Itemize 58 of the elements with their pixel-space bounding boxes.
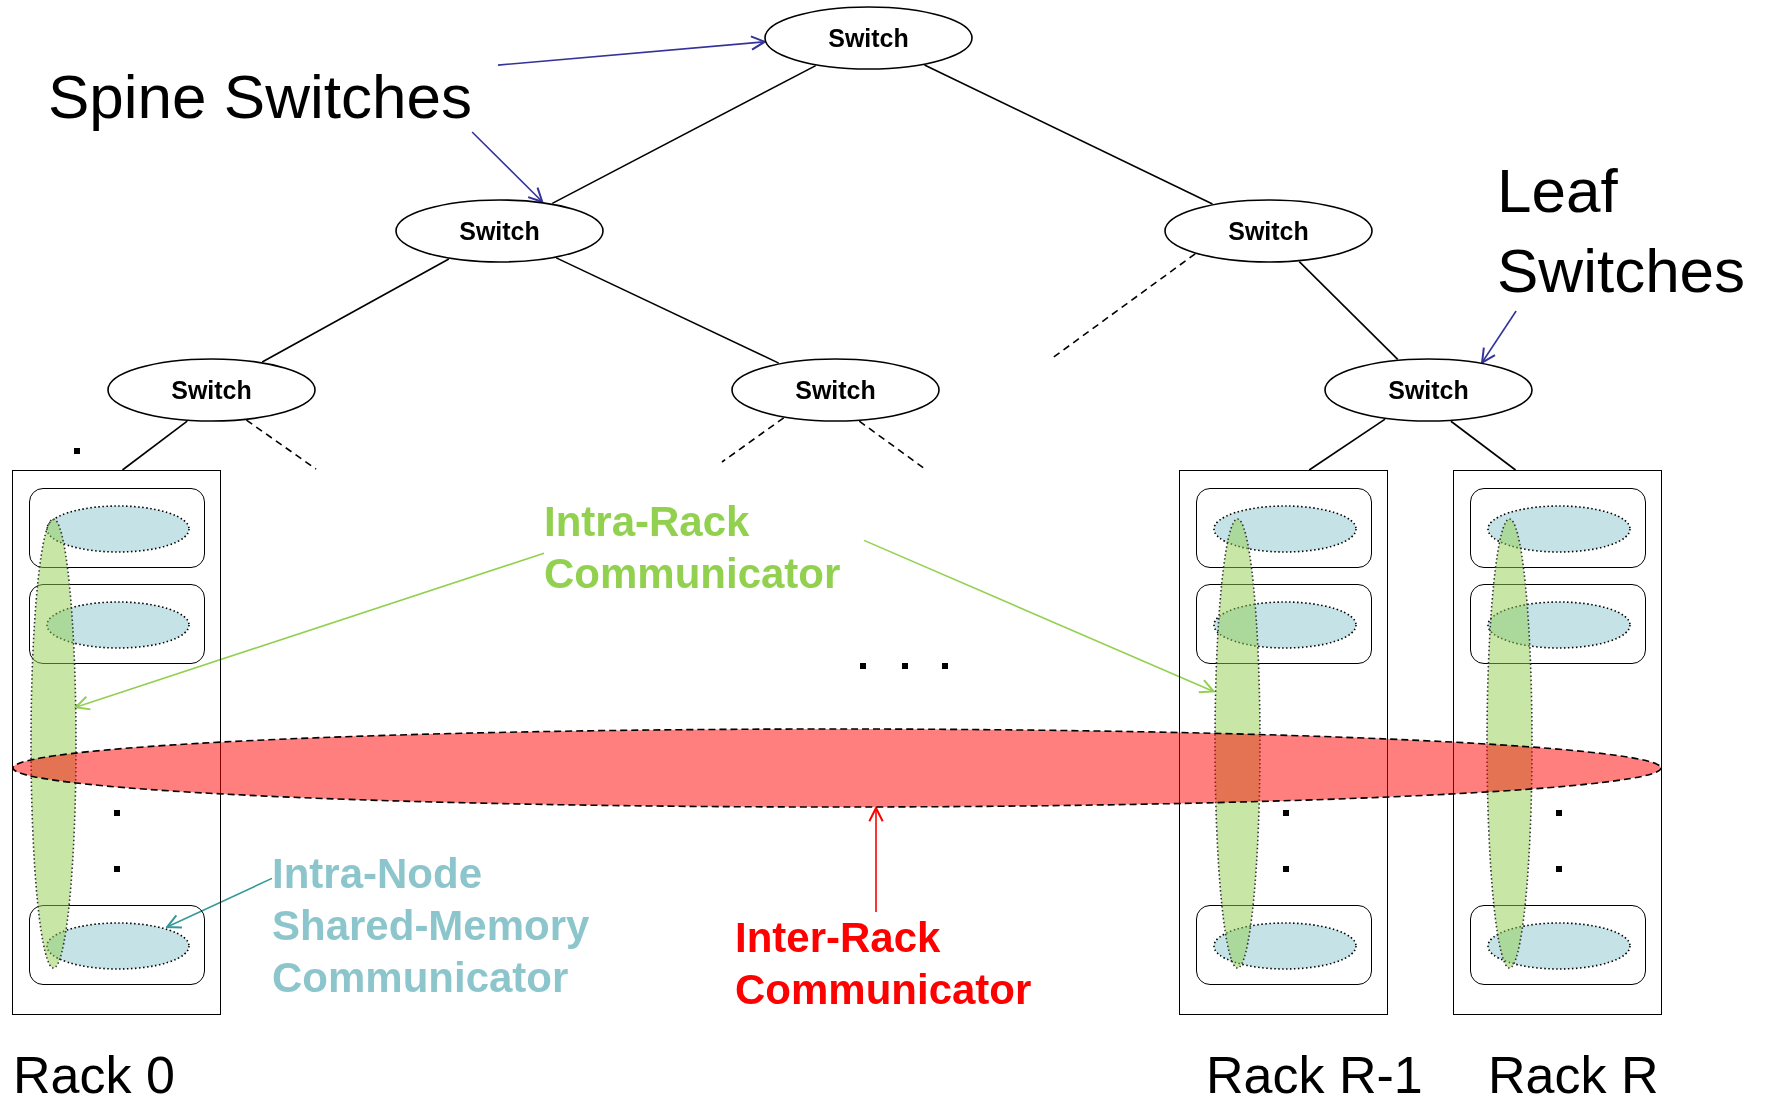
rack-label: Rack R bbox=[1488, 1049, 1659, 1101]
shared-memory-ellipse bbox=[1487, 601, 1631, 649]
server-node-box bbox=[1196, 584, 1372, 664]
arrow bbox=[166, 877, 273, 929]
network-link bbox=[261, 258, 450, 363]
arrow bbox=[863, 539, 1215, 694]
server-node-box bbox=[1470, 584, 1646, 664]
shared-memory-ellipse bbox=[46, 505, 190, 553]
arrow bbox=[1481, 310, 1517, 364]
switch-label: Switch bbox=[171, 375, 252, 405]
switch-label: Switch bbox=[1228, 216, 1309, 246]
callout-label: Intra-Node Shared-Memory Communicator bbox=[272, 848, 612, 1004]
callout-label: Leaf Switches bbox=[1497, 151, 1765, 311]
server-node-box bbox=[29, 488, 205, 568]
callout-label: Spine Switches bbox=[48, 62, 498, 132]
arrow bbox=[497, 35, 766, 66]
switch-ellipse bbox=[107, 358, 316, 422]
server-node-box bbox=[1196, 488, 1372, 568]
shared-memory-ellipse bbox=[46, 922, 190, 970]
switch-ellipse bbox=[1324, 358, 1533, 422]
arrow bbox=[868, 806, 884, 913]
network-link bbox=[555, 257, 780, 364]
network-link bbox=[1450, 420, 1517, 471]
network-link bbox=[1308, 418, 1386, 471]
arrow bbox=[74, 552, 545, 711]
server-node-box bbox=[1470, 905, 1646, 985]
switch-ellipse bbox=[1164, 199, 1373, 263]
switch-ellipse bbox=[395, 199, 604, 263]
callout-label: Intra-Rack Communicator bbox=[544, 496, 864, 600]
rack-label: Rack 0 bbox=[13, 1049, 175, 1101]
shared-memory-ellipse bbox=[1213, 922, 1357, 970]
shared-memory-ellipse bbox=[1213, 505, 1357, 553]
dashed-link bbox=[245, 419, 317, 470]
shared-memory-ellipse bbox=[1487, 922, 1631, 970]
server-node-box bbox=[1196, 905, 1372, 985]
switch-label: Switch bbox=[459, 216, 540, 246]
network-link bbox=[551, 64, 817, 205]
switch-ellipse bbox=[731, 358, 940, 422]
server-node-box bbox=[29, 584, 205, 664]
shared-memory-ellipse bbox=[1487, 505, 1631, 553]
arrow bbox=[471, 131, 544, 203]
server-node-box bbox=[29, 905, 205, 985]
network-link bbox=[923, 64, 1214, 205]
network-link bbox=[121, 420, 189, 471]
switch-label: Switch bbox=[1388, 375, 1469, 405]
network-link bbox=[1298, 260, 1399, 361]
switch-label: Switch bbox=[828, 23, 909, 53]
shared-memory-ellipse bbox=[1213, 601, 1357, 649]
inter-rack-ellipse bbox=[12, 728, 1662, 808]
dashed-link bbox=[858, 420, 926, 470]
rack-group-ellipse bbox=[30, 518, 77, 969]
shared-memory-ellipse bbox=[46, 601, 190, 649]
rack-label: Rack R-1 bbox=[1206, 1049, 1423, 1101]
server-node-box bbox=[1470, 488, 1646, 568]
callout-label: Inter-Rack Communicator bbox=[735, 912, 1055, 1016]
dashed-link bbox=[721, 417, 785, 463]
switch-ellipse bbox=[764, 6, 973, 70]
switch-label: Switch bbox=[795, 375, 876, 405]
